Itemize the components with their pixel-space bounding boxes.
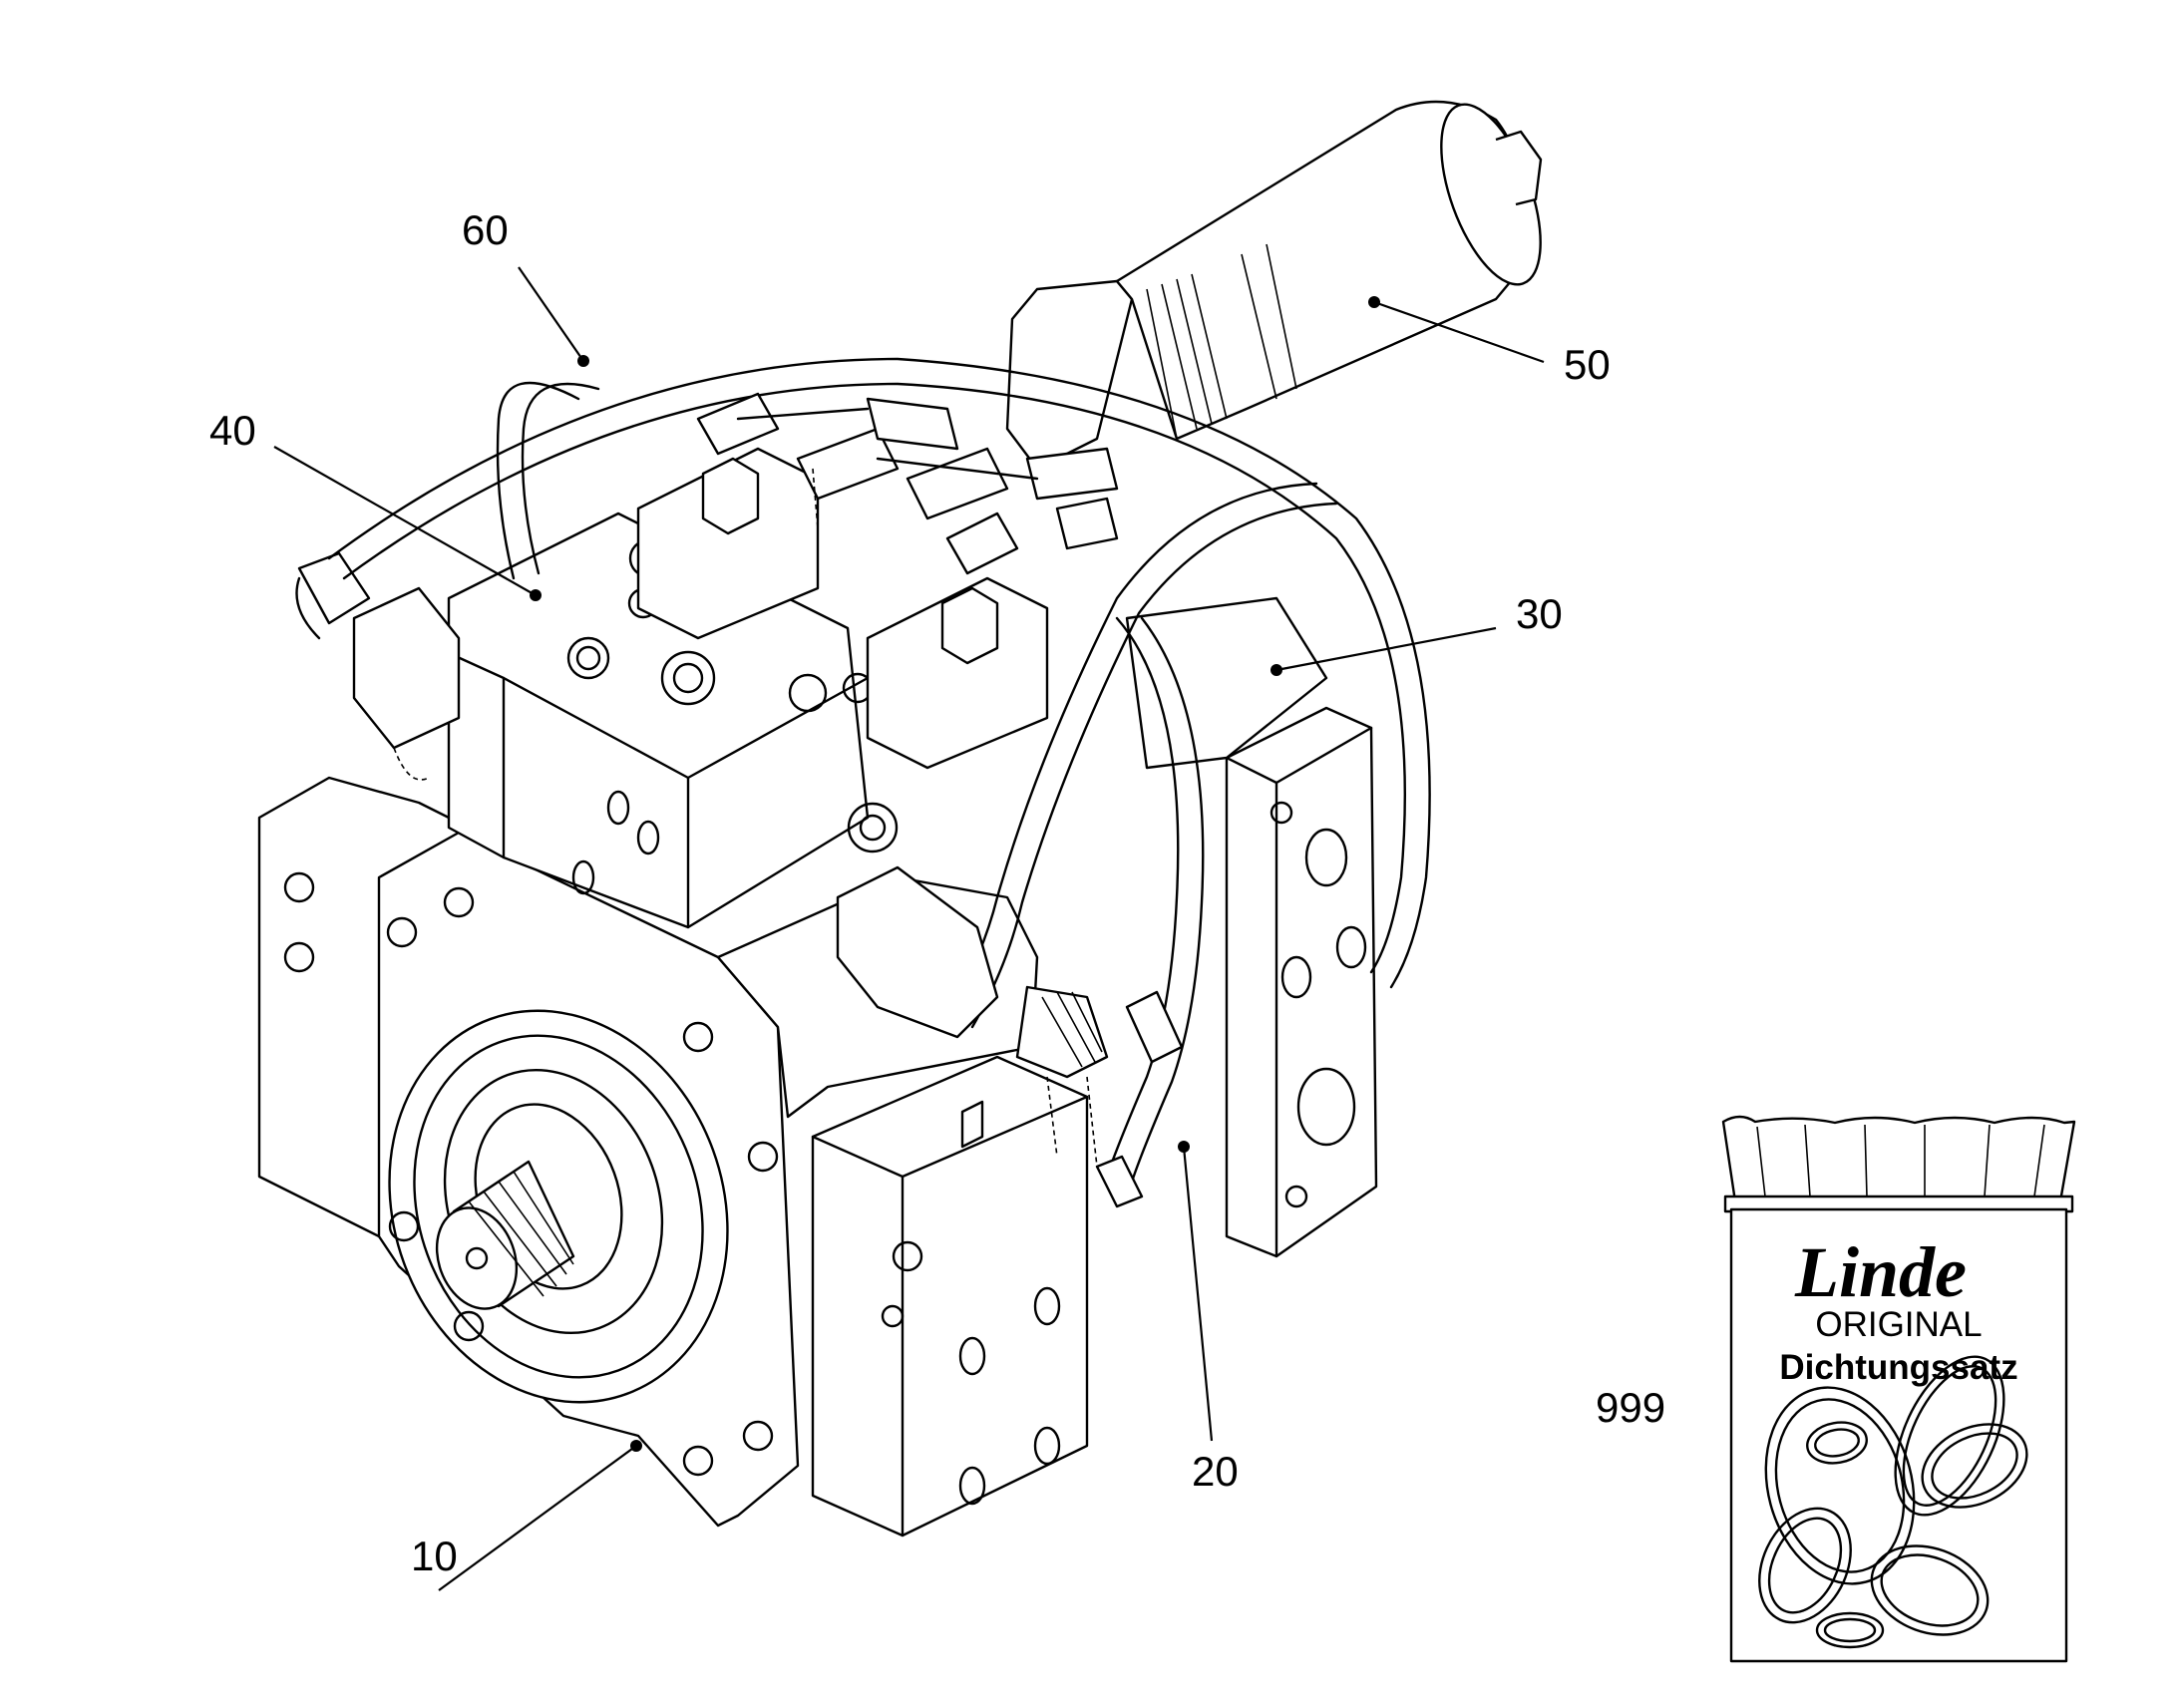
callout-10: 10 <box>411 1533 458 1579</box>
filter-cartridge <box>1005 100 1543 471</box>
upper-control-valve <box>447 512 899 929</box>
pump-housing <box>257 776 1039 1528</box>
fittings-cluster <box>696 392 1119 575</box>
upper-small-valves <box>636 447 1049 770</box>
callout-30: 30 <box>1516 590 1563 637</box>
seal-kit-line1: ORIGINAL <box>1815 1305 1982 1344</box>
safety-chains <box>393 468 1098 1168</box>
lower-valve-block <box>811 1055 1089 1537</box>
solenoid-connector <box>295 551 461 750</box>
callout-50: 50 <box>1564 341 1611 388</box>
hose-lines <box>327 357 1431 1208</box>
callout-60: 60 <box>462 206 509 253</box>
hydraulic-pump-assembly <box>257 100 1543 1537</box>
o-rings <box>1758 1355 2028 1649</box>
callout-leaders <box>273 266 1545 1591</box>
callout-999: 999 <box>1596 1384 1665 1431</box>
side-port-plate <box>1125 596 1378 1258</box>
callout-20: 20 <box>1192 1448 1239 1495</box>
linde-logo: Linde <box>1794 1232 1967 1312</box>
seal-kit-bag: Linde ORIGINAL Dichtungssatz <box>1721 1115 2076 1663</box>
pressure-fitting <box>836 865 1109 1079</box>
callout-40: 40 <box>209 407 256 454</box>
